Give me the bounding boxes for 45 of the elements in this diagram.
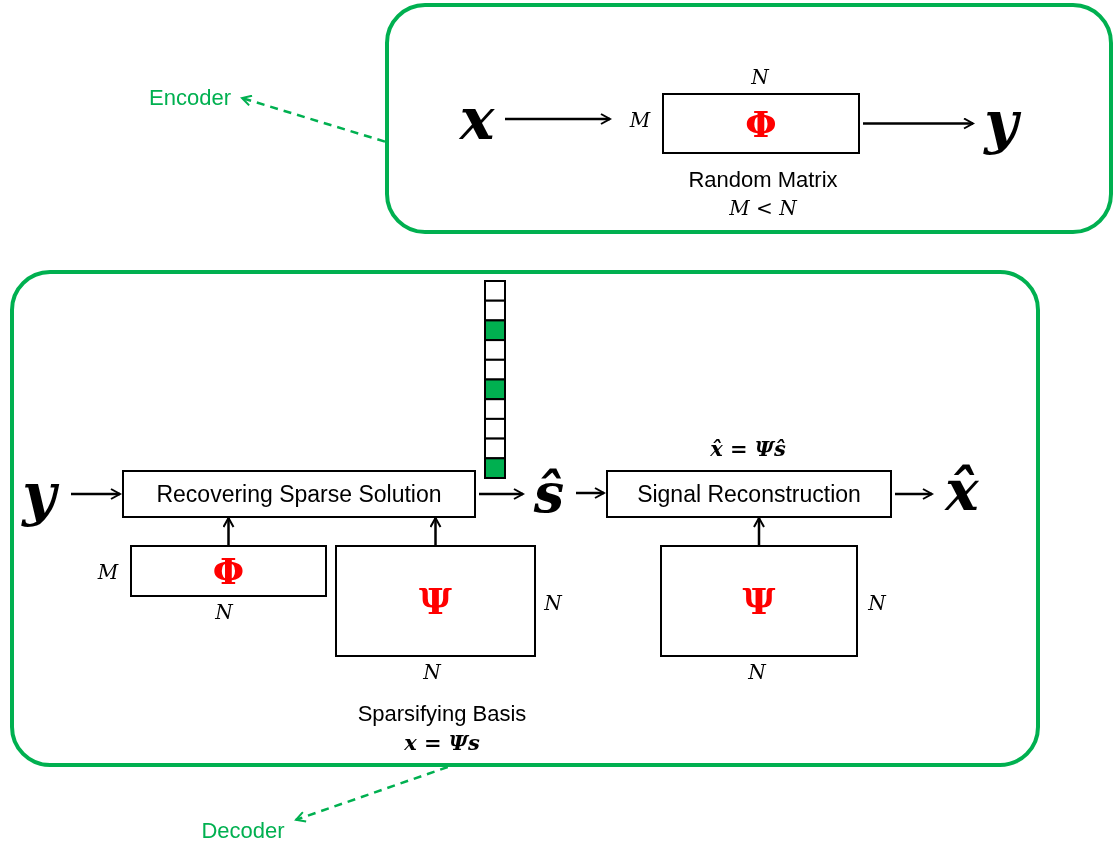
process-box — [122, 470, 476, 518]
dimension-label: N — [423, 660, 441, 684]
dimension-label: M — [629, 108, 651, 132]
math-symbol: y — [975, 86, 1027, 158]
dimension-label: N — [748, 660, 766, 684]
math-symbol: y — [10, 458, 68, 530]
arrow — [479, 488, 524, 500]
arrow — [753, 517, 765, 545]
arrow — [505, 113, 611, 125]
panel-frame — [385, 3, 1113, 234]
arrow — [222, 517, 235, 545]
process-box — [606, 470, 892, 518]
caption-text: M < N — [729, 196, 797, 220]
matrix-box — [335, 545, 536, 657]
box-text: Signal Reconstruction — [637, 480, 861, 508]
math-symbol: ŝ — [525, 462, 573, 524]
dashed-arrow — [295, 765, 449, 823]
arrow — [71, 488, 121, 500]
matrix-box — [660, 545, 858, 657]
panel-frame — [10, 270, 1040, 767]
caption-text: Sparsifying Basis — [357, 701, 527, 727]
math-symbol: x — [452, 86, 502, 152]
caption-text: Random Matrix — [688, 167, 838, 193]
panel-label: Decoder — [190, 817, 296, 845]
dimension-label: N — [544, 591, 562, 615]
matrix-box — [130, 545, 327, 597]
equation-text: x̂ = Ψŝ — [710, 435, 786, 461]
dimension-label: N — [215, 600, 233, 624]
panel-label: Encoder — [138, 84, 242, 112]
dimension-label: N — [868, 591, 886, 615]
dashed-arrow — [241, 94, 386, 143]
arrow — [576, 487, 605, 499]
arrow — [429, 517, 442, 545]
arrow — [863, 117, 974, 130]
box-text: Recovering Sparse Solution — [156, 480, 442, 508]
dimension-label: M — [97, 560, 119, 584]
math-symbol: x̂ — [934, 455, 990, 525]
matrix-box — [662, 93, 860, 154]
matrix-symbol: Ψ — [742, 580, 776, 622]
matrix-symbol: Φ — [745, 102, 777, 145]
dimension-label: N — [751, 65, 769, 89]
equation-text: x = Ψs — [404, 729, 480, 755]
matrix-symbol: Ψ — [419, 580, 452, 622]
arrow — [895, 488, 933, 500]
matrix-symbol: Φ — [212, 550, 245, 592]
